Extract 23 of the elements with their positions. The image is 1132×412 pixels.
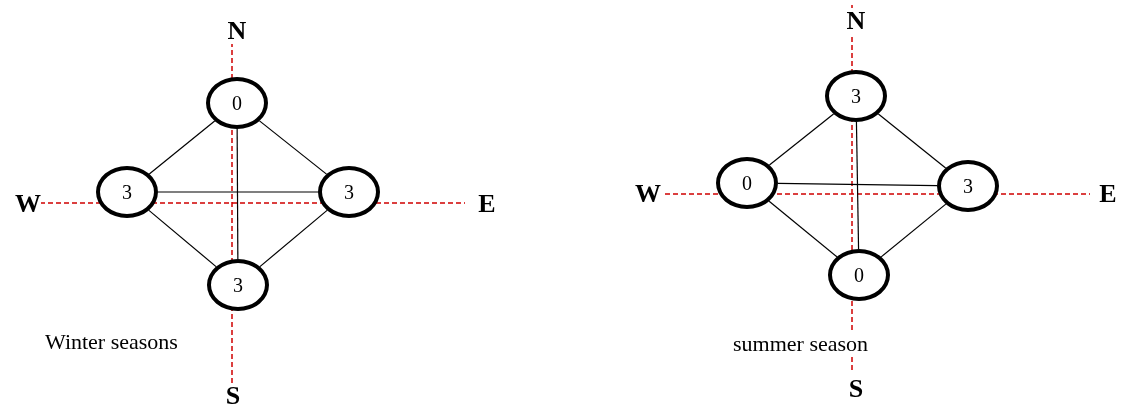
node-circle: 0 (716, 157, 778, 209)
connector-line (148, 209, 217, 268)
node-circle: 3 (96, 166, 158, 218)
connector-line (148, 120, 216, 175)
node-circle: 3 (318, 166, 380, 218)
node-circle: 0 (828, 249, 890, 301)
connector-line (880, 203, 947, 258)
connector-line (236, 128, 239, 260)
connector-line (777, 182, 938, 187)
connector-line (258, 120, 328, 175)
node-circle: 0 (206, 77, 268, 129)
compass-direction-label: N (846, 8, 866, 34)
node-circle: 3 (207, 259, 269, 311)
connector-line (877, 113, 947, 169)
season-caption: summer season (733, 333, 869, 355)
node-circle: 3 (825, 70, 887, 122)
connector-line (768, 113, 835, 166)
compass-direction-label: N (227, 18, 247, 44)
connector-line (855, 121, 860, 250)
connector-line (259, 209, 328, 268)
connector-line (768, 200, 838, 258)
node-circle: 3 (937, 160, 999, 212)
connector-line (157, 191, 319, 193)
